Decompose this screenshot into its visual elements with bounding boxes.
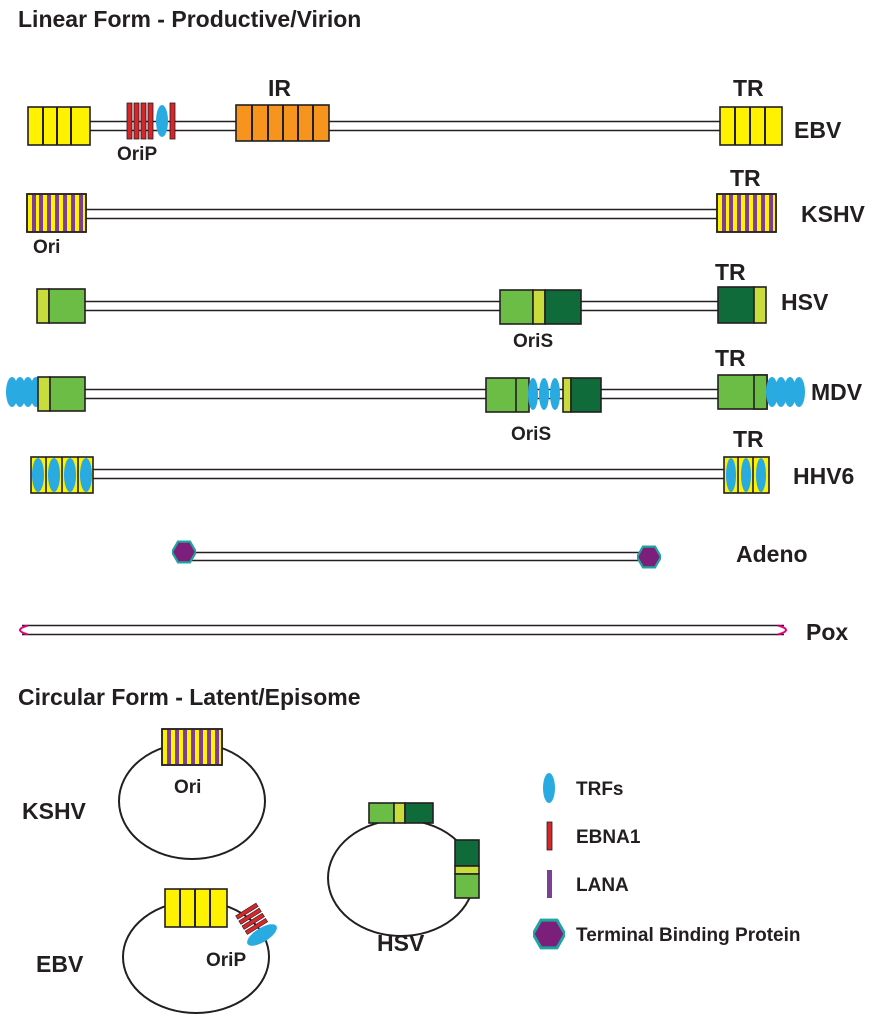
hhv6-linear-genome: TR HHV6: [30, 426, 854, 494]
left-trf-cluster: [6, 377, 42, 407]
right-trf-cluster: [766, 377, 805, 407]
right-terminal-repeat: [719, 106, 783, 146]
ebna1-bar-icon: [546, 821, 553, 851]
right-terminal-repeat: [716, 193, 777, 233]
adeno-label: Adeno: [736, 541, 808, 567]
legend-label: EBNA1: [576, 827, 641, 848]
ebv-label: EBV: [794, 117, 842, 143]
terminal-binding-protein-left: [172, 540, 196, 564]
ori-label: Ori: [33, 237, 60, 258]
left-terminal-repeat: [26, 193, 87, 233]
left-terminal-repeat: [37, 376, 86, 412]
orip-ebna1-sites: [126, 102, 176, 140]
hairpin-right: [777, 624, 787, 636]
legend-label: LANA: [576, 875, 629, 896]
hairpin-left: [19, 624, 29, 636]
legend-item-trfs: TRFs: [543, 773, 624, 803]
circular-form-title: Circular Form - Latent/Episome: [18, 684, 361, 710]
left-terminal-repeat: [27, 106, 91, 146]
left-terminal-repeat: [36, 288, 86, 324]
hsv-label: HSV: [377, 930, 425, 956]
orip-label: OriP: [206, 950, 246, 971]
genome-backbone: [88, 120, 722, 132]
legend-item-terminal-binding-protein: Terminal Binding Protein: [533, 918, 801, 950]
ebv-label: EBV: [36, 951, 84, 977]
terminal-binding-protein-hexagon-icon: [533, 918, 565, 950]
oris-label: OriS: [511, 424, 551, 445]
trf-oval-icon: [156, 105, 168, 137]
pox-linear-genome: Pox: [19, 619, 848, 645]
hsv-linear-genome: OriS TR HSV: [36, 259, 829, 352]
kshv-linear-genome: Ori TR KSHV: [26, 165, 866, 258]
oris-region: [499, 289, 582, 325]
hsv-circular-episome: HSV: [327, 802, 480, 956]
linear-form-title: Linear Form - Productive/Virion: [18, 6, 361, 32]
tr-label: TR: [733, 426, 764, 452]
legend-label: Terminal Binding Protein: [576, 925, 801, 946]
legend-label: TRFs: [576, 779, 624, 800]
kshv-label: KSHV: [22, 798, 87, 824]
trf-oval-icon: [543, 773, 555, 803]
mdv-label: MDV: [811, 379, 863, 405]
tr-label: TR: [730, 165, 761, 191]
kshv-circular-episome: Ori KSHV: [22, 728, 266, 860]
left-terminal-repeat: [30, 456, 94, 494]
hhv6-label: HHV6: [793, 463, 854, 489]
internal-repeat: [235, 104, 330, 142]
oris-label: OriS: [513, 331, 553, 352]
terminal-binding-protein-right: [637, 545, 661, 569]
tr-label: TR: [715, 259, 746, 285]
genome-backbone: [84, 388, 720, 400]
ebv-circular-episome: OriP EBV: [36, 888, 277, 1014]
adeno-linear-genome: Adeno: [172, 540, 808, 569]
genome-backbone: [85, 208, 718, 220]
ori-label: Ori: [174, 777, 201, 798]
right-terminal-repeat: [723, 456, 770, 494]
kshv-label: KSHV: [801, 201, 866, 227]
genome-backbone: [92, 468, 724, 480]
legend-item-ebna1: EBNA1: [546, 821, 641, 851]
tr-label: TR: [715, 345, 746, 371]
legend: TRFs EBNA1 LANA Terminal Binding Protein: [533, 773, 801, 950]
ir-label: IR: [268, 75, 291, 101]
right-terminal-repeat: [717, 286, 767, 324]
legend-item-lana: LANA: [547, 870, 629, 898]
tr-label: TR: [733, 75, 764, 101]
pox-label: Pox: [806, 619, 848, 645]
trf-oval-icon: [247, 924, 277, 946]
lana-bar-icon: [547, 870, 552, 898]
oris-region: [485, 377, 602, 413]
mdv-linear-genome: OriS TR MDV: [6, 345, 863, 445]
hsv-label: HSV: [781, 289, 829, 315]
ebv-linear-genome: OriP IR TR EBV: [27, 75, 842, 165]
orip-label: OriP: [117, 144, 157, 165]
right-terminal-repeat: [717, 374, 768, 410]
genome-backbone: [84, 300, 720, 312]
